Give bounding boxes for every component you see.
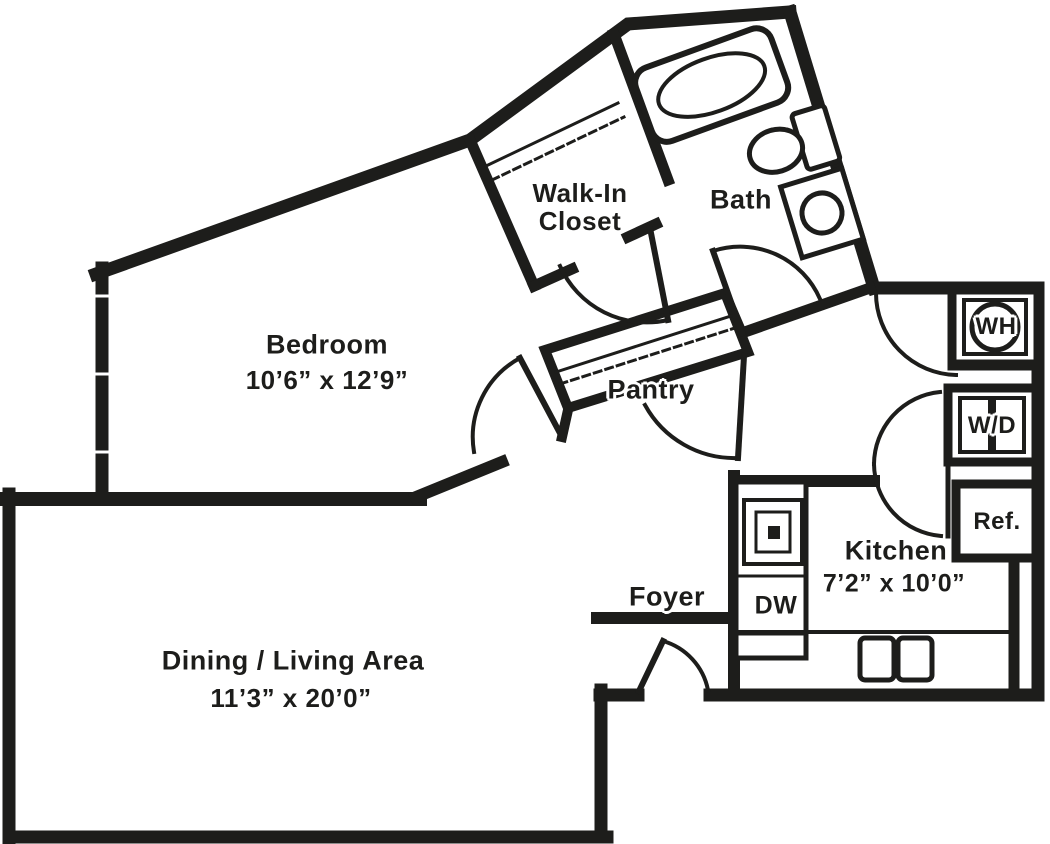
pantry-label: Pantry (607, 374, 695, 405)
pantry-door-leaf (734, 352, 748, 462)
wall-ticks (95, 294, 111, 454)
washer-dryer-label: W/D (967, 412, 1017, 440)
bathroom-sink-icon (777, 165, 867, 261)
closet-door-arc (557, 263, 671, 325)
utility-boxes (943, 285, 1043, 563)
closet-door-leaf (646, 224, 672, 324)
bedroom-door-leaf (515, 353, 567, 442)
wall-bath-bottom (734, 280, 878, 341)
bathtub-icon (632, 25, 792, 145)
washer-dryer-icon (943, 383, 1041, 467)
closet-door (557, 224, 672, 325)
kitchen-door-arc-upper (871, 389, 943, 467)
pantry-door (642, 352, 748, 462)
front-door (634, 636, 711, 696)
water-heater-icon (947, 285, 1043, 369)
bedroom-label: Bedroom (265, 329, 389, 360)
wall-bedroom-bottom-diagonal (408, 454, 510, 505)
kitchen-dimensions: 7’2” x 10’0” (822, 569, 966, 598)
bath-fixtures (632, 25, 867, 261)
stove-icon (742, 498, 804, 566)
water-heater-closet-door (873, 290, 959, 378)
wall-closet-bottom (526, 261, 580, 294)
bath-door-leaf (709, 247, 746, 337)
pantry-shelf-line (554, 313, 736, 374)
refrigerator-label: Ref. (973, 508, 1021, 536)
kitchen-door-arc-lower (871, 461, 944, 539)
pantry-shelf-rod (558, 325, 740, 386)
bedroom-door-arc (470, 355, 523, 455)
kitchen-door (871, 389, 951, 539)
pantry-door-arc (642, 402, 741, 461)
dining-living-label: Dining / Living Area (161, 645, 425, 676)
closet-shelving (484, 101, 626, 182)
closet-shelf-line (484, 101, 620, 168)
closet-rod-line (490, 115, 626, 182)
bath-door (709, 244, 823, 337)
wall-closet-left (462, 132, 542, 294)
kitchen-counters (733, 479, 1014, 683)
front-door-arc (660, 638, 711, 693)
water-heater-label: WH (975, 313, 1017, 341)
foyer-label: Foyer (628, 581, 706, 612)
wall-top-diagonal (87, 5, 797, 283)
dishwasher-label: DW (754, 591, 798, 620)
toilet-icon (746, 103, 843, 175)
kitchen-label: Kitchen (844, 535, 948, 566)
refrigerator-icon (951, 479, 1041, 563)
bedroom-door (470, 353, 567, 455)
kitchen-sink-icon (857, 635, 935, 683)
bedroom-dimensions: 10’6” x 12’9” (245, 364, 409, 395)
wh-door-arc (873, 290, 959, 378)
bath-door-arc (710, 244, 823, 302)
bath-label: Bath (710, 184, 772, 215)
dining-living-dimensions: 11’3” x 20’0” (210, 682, 372, 713)
walk-in-closet-label: Walk-In Closet (532, 177, 628, 236)
front-door-leaf (634, 636, 668, 696)
